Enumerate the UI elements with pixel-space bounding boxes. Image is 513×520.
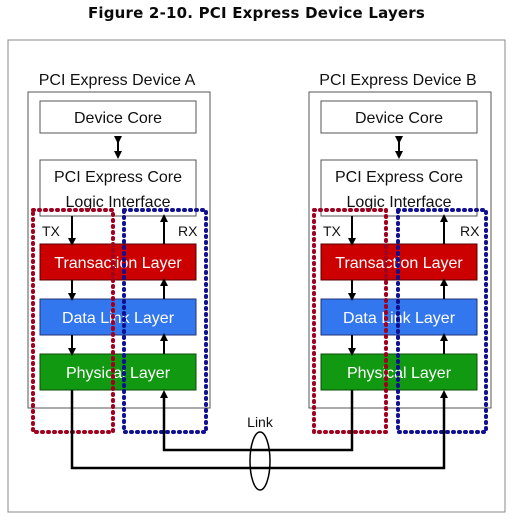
device-b-box xyxy=(308,91,492,409)
link-wire-b-tx-to-a-rx xyxy=(160,390,354,452)
device-b-title: PCI Express Device B xyxy=(319,72,476,89)
device-a-core-label: Device Core xyxy=(74,110,162,127)
device-b: PCI Express Device B Device Core PCI Exp… xyxy=(308,72,492,434)
device-a-physical-label: Physical Layer xyxy=(66,365,171,382)
device-a-rx-label: RX xyxy=(178,223,198,239)
link-wiring: Link xyxy=(70,390,448,491)
device-b-tx-label: TX xyxy=(323,223,342,239)
device-b-interface-box xyxy=(320,159,478,217)
device-a-core-box xyxy=(39,100,197,134)
device-b-core-label: Device Core xyxy=(355,110,443,127)
device-b-interface-line2: Logic Interface xyxy=(347,194,452,211)
device-a-title: PCI Express Device A xyxy=(39,72,196,89)
figure-caption: Figure 2-10. PCI Express Device Layers xyxy=(87,4,426,22)
device-a-interface-box xyxy=(39,159,197,217)
device-a-physical-layer xyxy=(39,353,197,391)
device-b-tx-region xyxy=(312,208,388,434)
link-wire-a-tx-to-b-rx xyxy=(70,390,448,470)
link-label: Link xyxy=(247,414,274,430)
device-b-rx-label: RX xyxy=(460,223,480,239)
device-b-core-box xyxy=(320,100,478,134)
device-a-transaction-label: Transaction Layer xyxy=(54,255,182,272)
device-b-rx-region xyxy=(396,208,488,434)
device-b-interface-line1: PCI Express Core xyxy=(335,169,463,186)
device-a-interface-line1: PCI Express Core xyxy=(54,169,182,186)
device-a-datalink-layer xyxy=(39,298,197,336)
device-a-transaction-layer xyxy=(39,243,197,281)
device-a-box xyxy=(27,91,211,409)
device-b-transaction-layer xyxy=(320,243,478,281)
link-ellipse xyxy=(249,431,271,491)
figure-frame xyxy=(7,39,506,513)
device-b-datalink-layer xyxy=(320,298,478,336)
device-a-datalink-label: Data Link Layer xyxy=(62,310,175,327)
device-a-tx-label: TX xyxy=(42,223,61,239)
device-b-transaction-label: Transaction Layer xyxy=(335,255,463,272)
device-a: PCI Express Device A Device Core PCI Exp… xyxy=(27,72,211,434)
device-a-interface-line2: Logic Interface xyxy=(66,194,171,211)
